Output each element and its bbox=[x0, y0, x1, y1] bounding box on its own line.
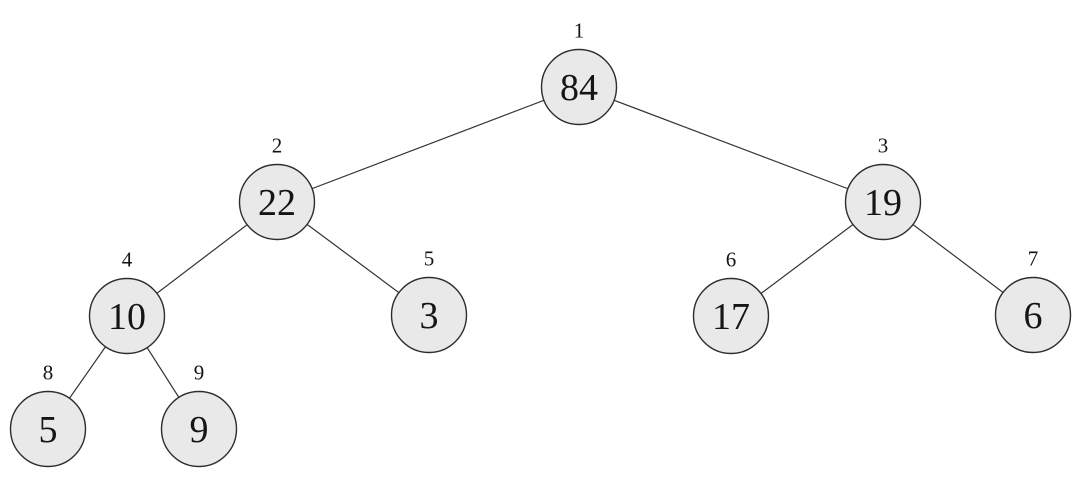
node-value: 9 bbox=[190, 409, 209, 451]
node-index-label: 9 bbox=[194, 361, 205, 385]
node-index-label: 1 bbox=[574, 19, 585, 43]
node-value: 10 bbox=[108, 296, 146, 338]
tree-node-circle bbox=[390, 276, 468, 354]
tree-edge bbox=[578, 86, 884, 203]
node-index-label: 7 bbox=[1028, 247, 1039, 271]
tree-node: 222 bbox=[238, 134, 316, 241]
node-index-label: 3 bbox=[878, 134, 889, 158]
node-index-label: 8 bbox=[43, 361, 54, 385]
node-value: 17 bbox=[712, 296, 750, 338]
tree-node: 99 bbox=[160, 361, 238, 468]
node-index-label: 2 bbox=[272, 134, 283, 158]
node-value: 5 bbox=[39, 409, 58, 451]
tree-node-circle bbox=[844, 163, 922, 241]
tree-node: 35 bbox=[390, 247, 468, 354]
node-index-label: 6 bbox=[726, 248, 737, 272]
tree-node: 19 3 bbox=[844, 134, 922, 241]
tree-node: 67 bbox=[994, 247, 1072, 354]
tree-node-circle bbox=[692, 277, 770, 355]
tree-node: 58 bbox=[9, 361, 87, 468]
tree-node: 10 4 bbox=[88, 248, 166, 355]
node-index-label: 4 bbox=[122, 248, 133, 272]
node-value: 84 bbox=[560, 67, 598, 109]
node-value: 22 bbox=[258, 182, 296, 224]
node-value: 19 bbox=[864, 182, 902, 224]
tree-node: 17 6 bbox=[692, 248, 770, 355]
node-value: 3 bbox=[420, 295, 439, 337]
tree-node-circle bbox=[9, 390, 87, 468]
node-index-label: 5 bbox=[424, 247, 435, 271]
tree-node-circle bbox=[540, 48, 618, 126]
tree-node-circle bbox=[238, 163, 316, 241]
tree-node: 84 1 bbox=[540, 19, 618, 126]
tree-node-circle bbox=[88, 277, 166, 355]
tree-node-circle bbox=[160, 390, 238, 468]
tree-edge bbox=[276, 86, 580, 203]
tree-node-circle bbox=[994, 276, 1072, 354]
node-value: 6 bbox=[1024, 295, 1043, 337]
